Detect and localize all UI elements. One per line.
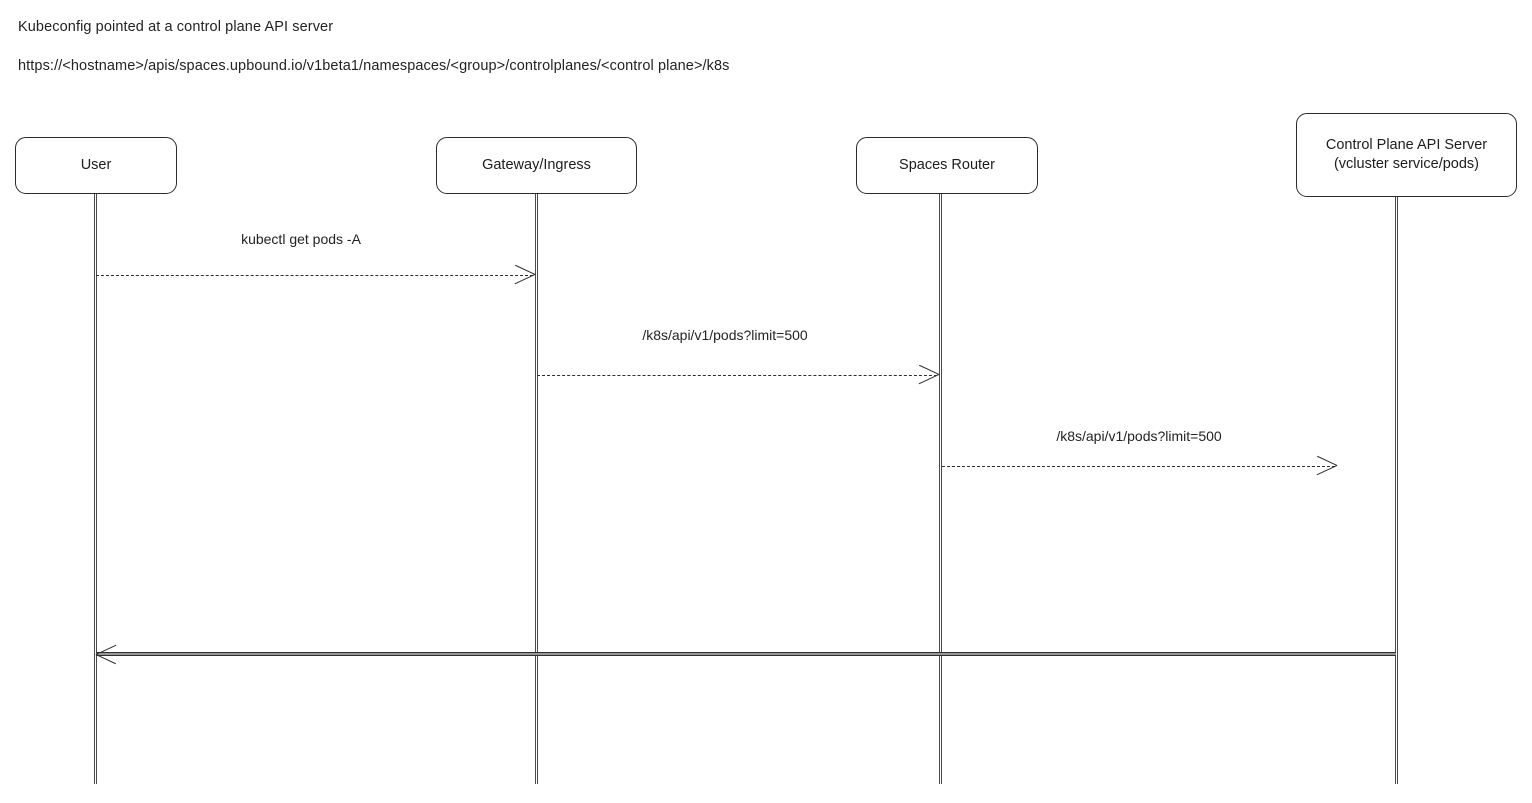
participant-control-plane-api-server-label-line2: (vcluster service/pods) [1333,156,1480,172]
diagram-title: Kubeconfig pointed at a control plane AP… [18,19,334,35]
participant-control-plane-api-server[interactable]: Control Plane API Server (vcluster servi… [1296,113,1517,197]
participant-control-plane-api-server-label-line1: Control Plane API Server [1325,137,1488,153]
lifeline-gateway [535,194,538,784]
message-line-1 [96,275,533,276]
participant-user-label: User [80,157,112,173]
message-line-3 [942,466,1335,467]
lifeline-spaces-router [939,194,942,784]
participant-gateway-label: Gateway/Ingress [482,157,591,173]
participant-spaces-router[interactable]: Spaces Router [856,137,1038,194]
lifeline-user [94,194,97,784]
message-line-2 [537,375,937,376]
message-label-kubectl-get-pods: kubectl get pods -A [241,231,361,247]
message-label-pods-limit-gateway-to-router: /k8s/api/v1/pods?limit=500 [642,327,808,343]
participant-spaces-router-label: Spaces Router [899,157,995,173]
kubeconfig-url: https://<hostname>/apis/spaces.upbound.i… [18,58,730,74]
message-line-4-return [96,652,1396,656]
lifeline-control-plane-api-server [1395,197,1398,784]
participant-gateway[interactable]: Gateway/Ingress [436,137,637,194]
message-label-pods-limit-router-to-apiserver: /k8s/api/v1/pods?limit=500 [1056,428,1222,444]
participant-user[interactable]: User [15,137,177,194]
